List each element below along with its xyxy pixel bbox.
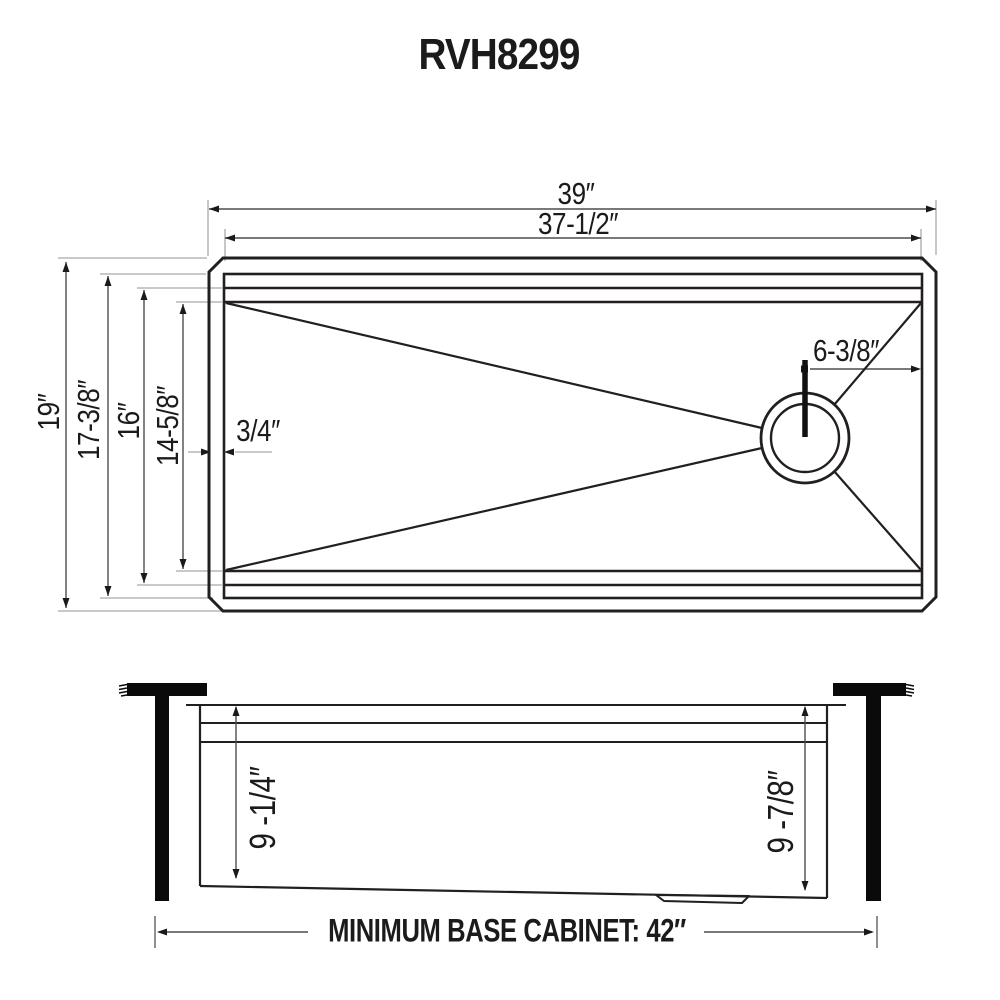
slope-diagonals	[225, 301, 922, 572]
dim-overall-depth: 19″	[31, 393, 66, 431]
rim-ledge-lines	[224, 286, 922, 587]
sink-outer-outline	[207, 256, 938, 613]
dim-drain-offset: 6-3/8″	[812, 333, 880, 368]
sink-rim-step-lines	[200, 722, 827, 743]
dim-base-cabinet: MINIMUM BASE CABINET: 42″	[328, 912, 686, 949]
countertop-left-break-hatch	[118, 683, 128, 697]
side-view-drawing	[118, 683, 915, 948]
sink-body-outline	[198, 705, 829, 900]
dimension-lines-top	[65, 208, 936, 608]
cabinet-wall-right	[866, 696, 881, 901]
top-view-drawing	[58, 200, 938, 613]
countertop-right-break-hatch	[905, 683, 915, 697]
cabinet-wall-left	[155, 696, 169, 901]
dim-bowl-depth-left: 9 -1/4″	[242, 766, 283, 850]
drain-fitting	[655, 894, 750, 904]
sink-inner-rim	[222, 272, 924, 600]
arrowheads-side	[157, 706, 874, 936]
dim-bowl-depth-right: 9 -7/8″	[760, 770, 801, 854]
dim-bowl-depth: 14-5/8″	[150, 385, 185, 467]
dim-ledge-depth: 16″	[111, 402, 146, 440]
dim-overall-width: 39″	[557, 176, 595, 211]
dim-inner-width: 37-1/2″	[537, 206, 619, 241]
dim-rim-thickness: 3/4″	[236, 413, 280, 448]
dim-rim-depth: 17-3/8″	[71, 379, 106, 461]
dimension-lines-side	[159, 707, 872, 933]
drawing-title: RVH8299	[418, 30, 580, 79]
countertop-right	[833, 683, 906, 696]
countertop-left	[127, 683, 207, 696]
dimension-ticks-side	[154, 916, 878, 948]
arrowheads-top	[62, 205, 936, 608]
